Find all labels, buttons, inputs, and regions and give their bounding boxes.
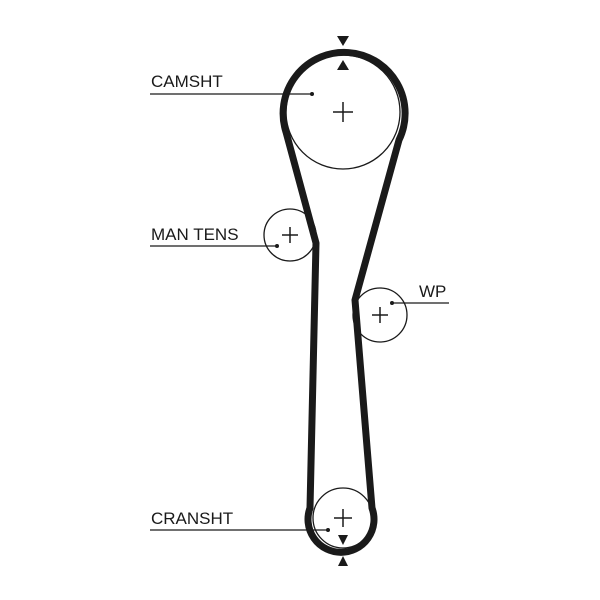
water-pump-pulley — [352, 287, 408, 343]
camshaft-label: CAMSHT — [151, 72, 223, 91]
crankshaft-timing-mark-outer — [338, 556, 348, 566]
manual-tensioner-label: MAN TENS — [151, 225, 239, 244]
timing-belt — [279, 48, 409, 556]
camshaft-timing-mark-inner — [337, 60, 349, 70]
crankshaft-timing-mark-inner — [338, 535, 348, 545]
water-pump-leader — [390, 301, 449, 305]
crankshaft-label: CRANSHT — [151, 509, 233, 528]
crankshaft-leader — [150, 528, 330, 532]
water-pump-label: WP — [419, 282, 446, 301]
camshaft-leader — [150, 92, 314, 96]
camshaft-timing-mark-outer — [337, 36, 349, 46]
crankshaft-pulley — [312, 487, 374, 549]
manual-tensioner-leader — [150, 244, 279, 248]
